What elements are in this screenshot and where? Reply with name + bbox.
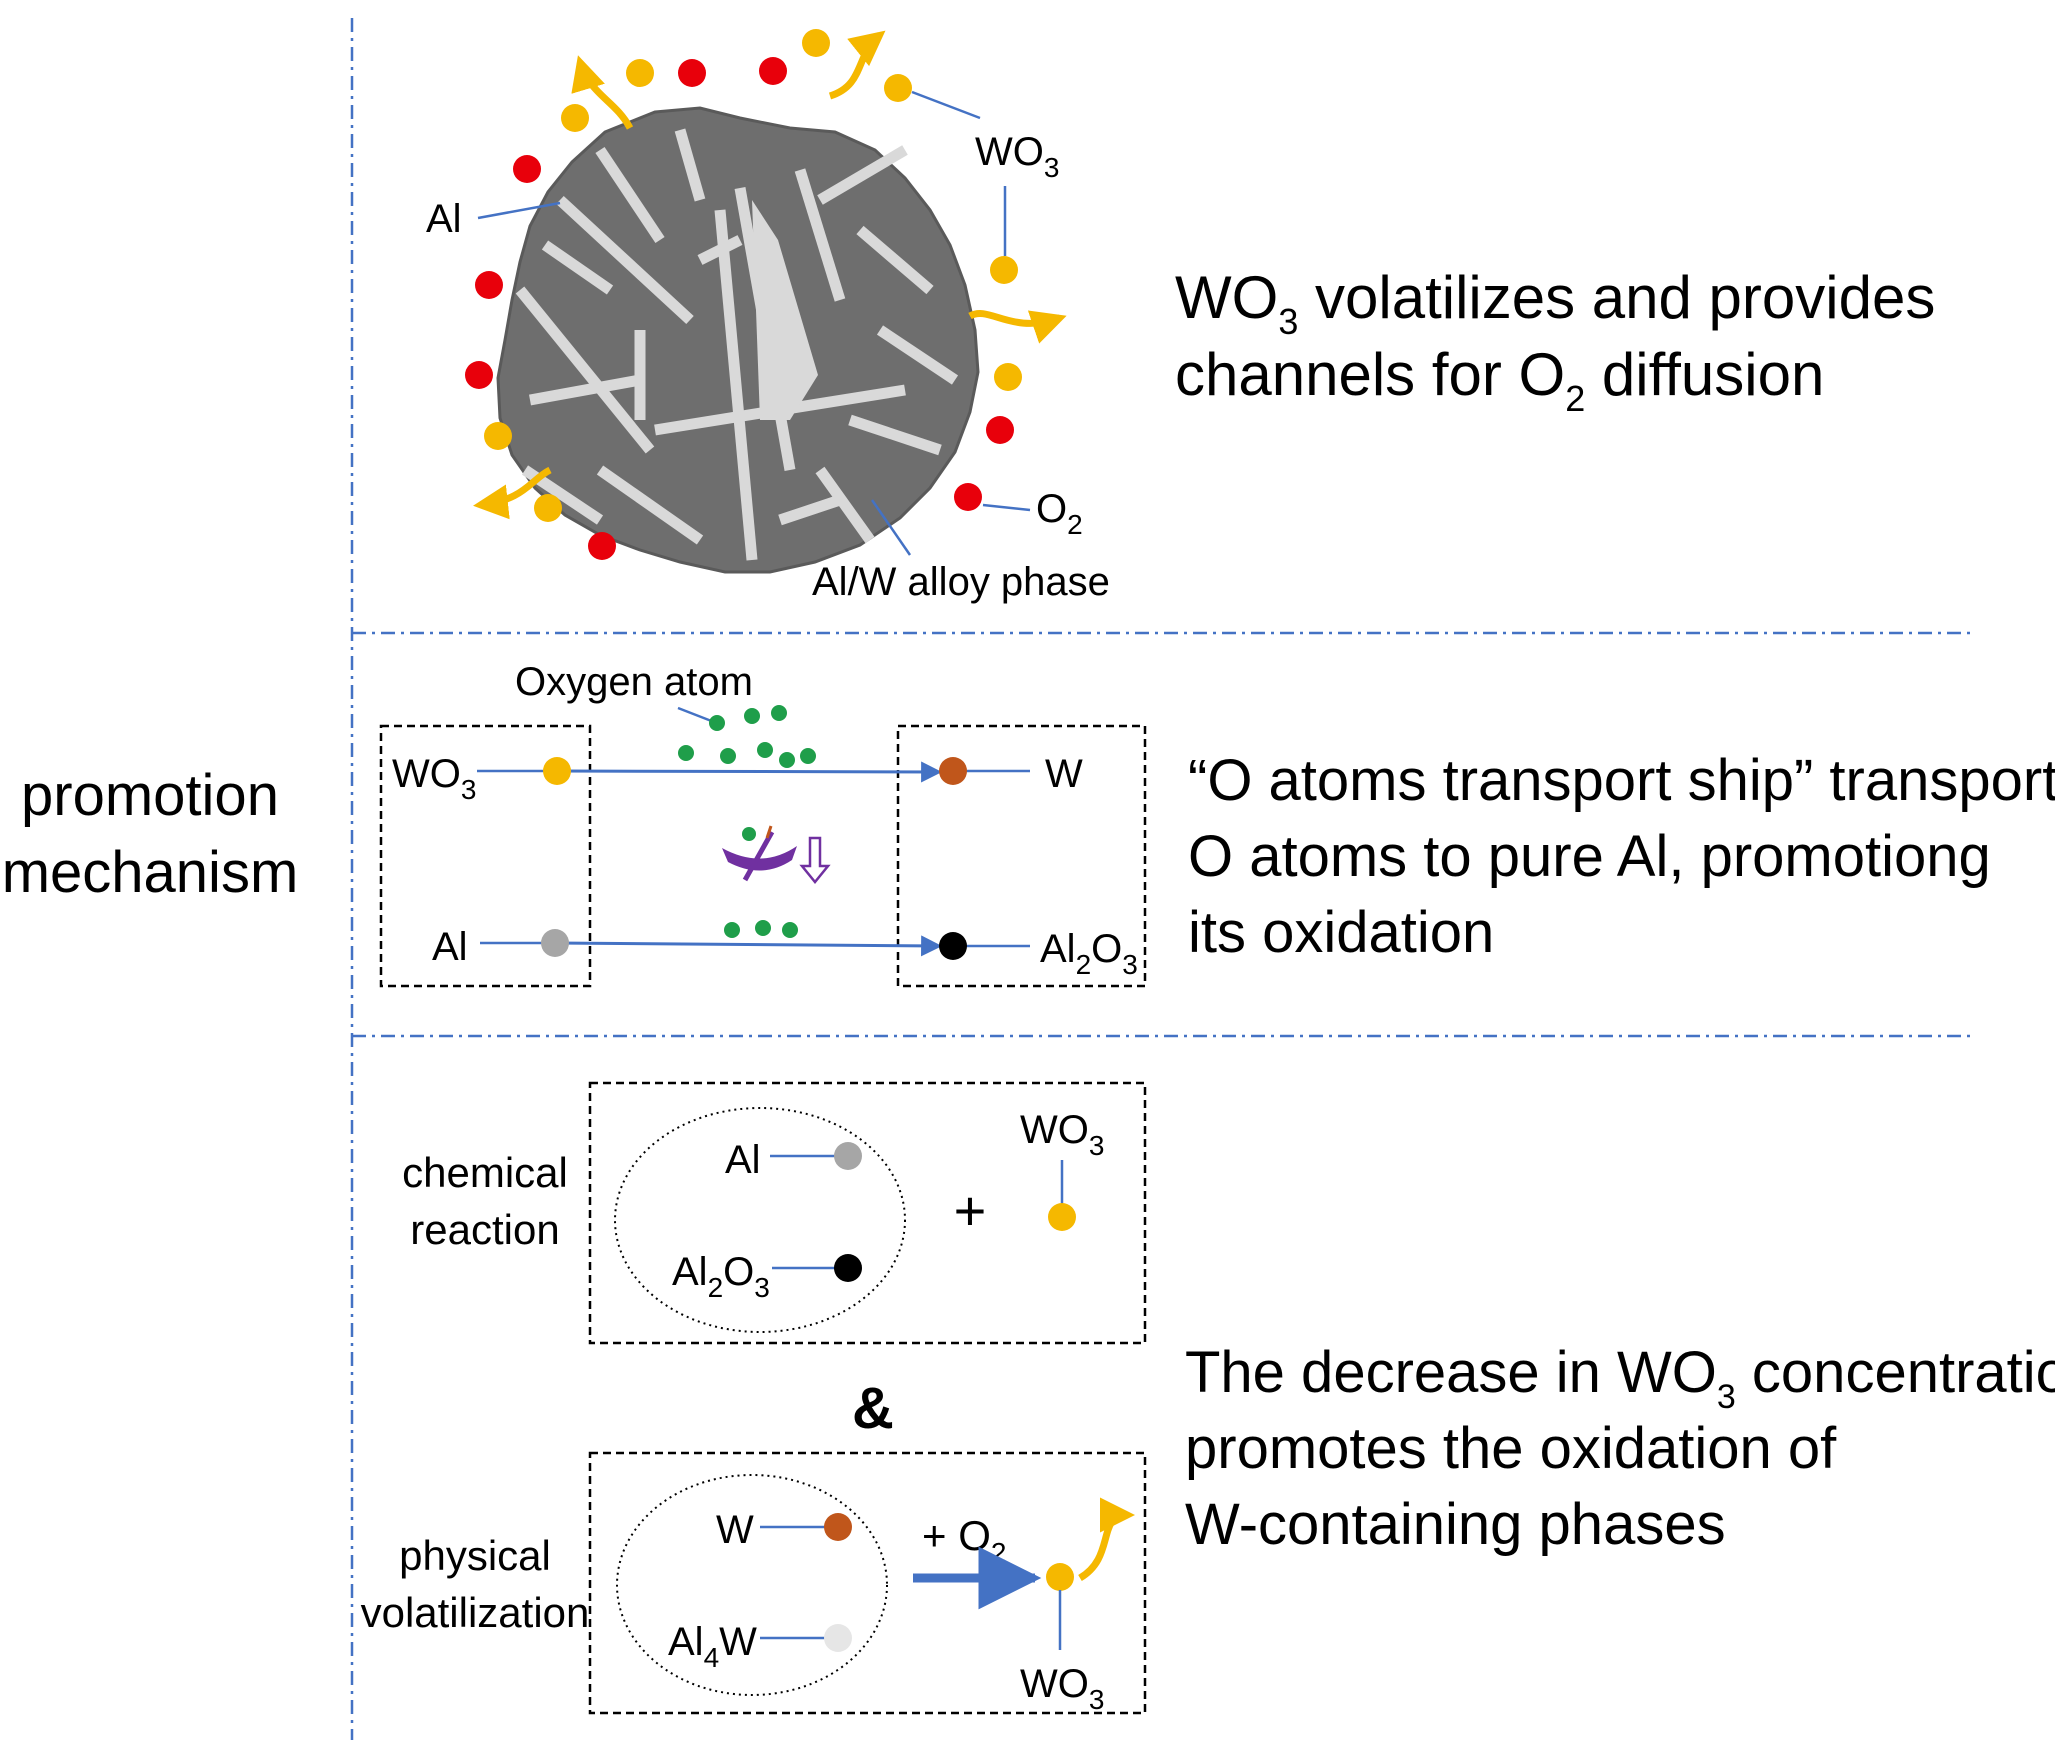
physical-ellipse [616,1474,888,1696]
al2o3-dot [834,1254,862,1282]
oxygen-atom-label: Oxygen atom [515,660,753,704]
oxygen-dot [720,748,736,764]
oxygen-dot [782,922,798,938]
oxygen-dot [709,715,725,731]
o2-dot [678,59,706,87]
reactants-box [379,724,592,988]
oxygen-dot [724,922,740,938]
wo3-product-dot [1046,1563,1074,1591]
panel3-description-line1: The decrease in WO3 concentration [1185,1340,2055,1416]
al2o3-label: Al2O3 [672,1250,770,1303]
panel3-description-line3: W-containing phases [1185,1492,1726,1557]
o2-dot [475,271,503,299]
wo3-dot [484,422,512,450]
o2-dot [954,483,982,511]
panel1-leader-lines [477,90,1031,556]
wo3-dot [990,256,1018,284]
wo3-molecules [484,29,1022,522]
al4w-dot [824,1624,852,1652]
panel-3: chemical reaction Al Al2O3 + WO3 & physi… [361,1081,2055,1715]
yellow-curvy-arrow [571,55,634,130]
o2-molecules [465,57,1014,560]
panel1-description-line1: WO3 volatilizes and provides [1175,264,1935,342]
wo3-dot [994,363,1022,391]
physical-label-line1: physical [399,1532,551,1579]
wo3-to-w-arrow [558,761,943,783]
al2o3-dot [939,932,967,960]
al-to-al2o3-arrow [554,935,943,957]
wo3-dot [534,494,562,522]
oxygen-dot [755,920,771,936]
plus-o2-label: + O2 [922,1512,1006,1568]
chemical-label-line1: chemical [402,1149,568,1196]
volatilization-arrow [1078,1497,1135,1582]
o2-label: O2 [1036,487,1083,540]
al-dot [834,1142,862,1170]
yellow-curvy-arrow [828,30,886,100]
wo3-dot [884,74,912,102]
o2-dot [759,57,787,85]
yellow-curvy-arrow [473,466,552,520]
panel2-description-line2: O atoms to pure Al, promotiong [1188,824,1991,889]
w-dot [939,757,967,785]
w-dot [824,1513,852,1541]
al-label: Al [426,197,462,241]
panel-1: Al WO3 O2 Al/W alloy phase WO3 volatiliz… [426,29,1935,604]
panel3-description-line2: promotes the oxidation of [1185,1416,1837,1481]
physical-volatilization-box [588,1451,1147,1715]
wo3-dot [1048,1203,1076,1231]
products-box [896,724,1147,988]
panel2-description-line1: “O atoms transport ship” transports [1188,748,2055,813]
chemical-reaction-box [588,1081,1147,1345]
plus-sign: + [954,1179,987,1242]
left-label-line1: promotion [21,763,279,828]
wo3-dot [626,59,654,87]
o2-dot [513,155,541,183]
oxygen-leader-line [677,706,715,724]
wo3-product-label: WO3 [1020,1662,1104,1715]
down-arrow-icon [799,836,831,884]
oxygen-dot [744,708,760,724]
wo3-dot [802,29,830,57]
alloy-large-plate [752,200,818,420]
wo3-label: WO3 [392,752,476,805]
oxygen-atoms [678,705,816,938]
al2o3-label: Al2O3 [1040,927,1138,980]
panel-2: Oxygen atom WO3 Al W Al2O3 [379,660,2055,988]
wo3-dot [561,104,589,132]
w-label: W [716,1508,754,1552]
wo3-label: WO3 [1020,1108,1104,1161]
o2-dot [986,416,1014,444]
panel2-description-line3: its oxidation [1188,900,1494,965]
ampersand: & [852,1376,894,1441]
al-label: Al [725,1138,761,1182]
oxygen-dot [771,705,787,721]
oxygen-dot [757,742,773,758]
transport-ship-icon [722,825,797,882]
o2-dot [588,532,616,560]
al4w-label: Al4W [668,1620,757,1673]
o2-dot [465,361,493,389]
left-label-line2: mechanism [2,840,299,905]
al-label: Al [432,925,468,969]
oxygen-dot [779,752,795,768]
volatilization-arrows [473,30,1067,520]
al-particle [496,106,980,574]
chemical-ellipse [614,1107,906,1333]
w-label: W [1045,752,1083,796]
wo3-dot [543,757,571,785]
wo3-label: WO3 [975,130,1059,183]
chemical-label-line2: reaction [410,1206,559,1253]
oxygen-dot [800,748,816,764]
physical-label-line2: volatilization [361,1589,590,1636]
oxygen-dot [678,745,694,761]
alloy-label: Al/W alloy phase [812,560,1110,604]
panel1-description-line2: channels for O2 diffusion [1175,341,1824,419]
yellow-curvy-arrow [968,310,1067,344]
al-dot [541,929,569,957]
